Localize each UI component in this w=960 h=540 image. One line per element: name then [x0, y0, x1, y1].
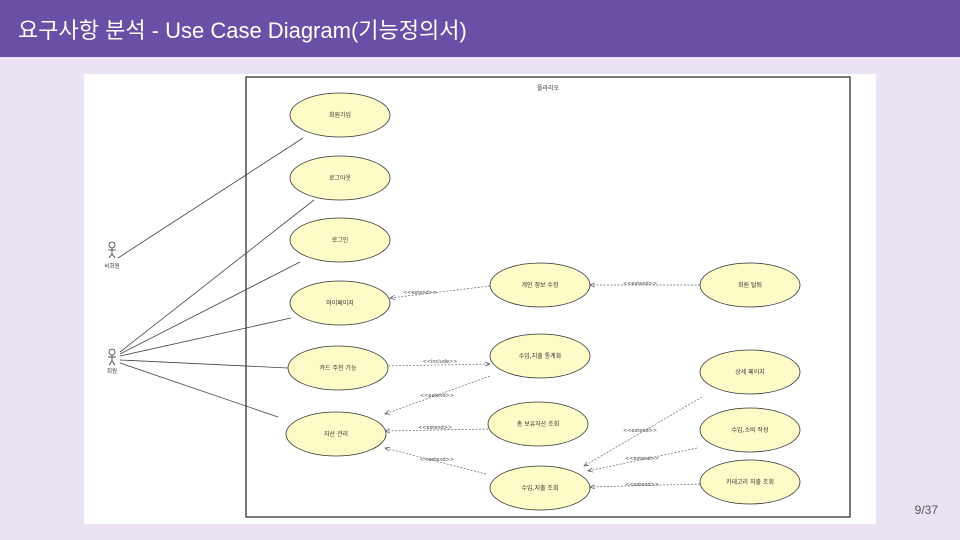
relation-label: <<extend>>	[625, 482, 659, 488]
use-case-label: 마이페이지	[326, 299, 354, 307]
use-case-label: 카테고리 지출 조회	[726, 478, 774, 486]
page-number: 9/37	[914, 503, 938, 517]
use-case-asset: 자산 관리	[285, 411, 387, 457]
actor-label: 비회원	[104, 262, 119, 270]
use-case-view: 수입,지출 조회	[489, 465, 591, 511]
use-case-category: 카테고리 지출 조회	[699, 459, 801, 505]
relation-label: <<extend>>	[420, 457, 454, 463]
use-case-total: 총 보유자산 조회	[487, 401, 589, 447]
use-case-label: 로그인	[332, 237, 349, 244]
use-case-mypage: 마이페이지	[289, 280, 391, 326]
system-name: 플라리오	[537, 84, 560, 92]
slide-title: 요구사항 분석 - Use Case Diagram(기능정의서)	[18, 18, 467, 43]
relation-card-stats	[384, 364, 490, 366]
relation-detail-view	[584, 396, 703, 466]
use-case-label: 로그아웃	[329, 174, 352, 182]
relation-label: <<extend>>	[625, 456, 659, 462]
slide-header: 요구사항 분석 - Use Case Diagram(기능정의서)	[0, 0, 960, 57]
relation-label: <<extend>>	[623, 281, 657, 287]
use-case-stats: 수입,지출 통계화	[489, 333, 591, 379]
relation-label: <<extend>>	[418, 425, 452, 431]
use-case-detail: 상세 페이지	[699, 349, 801, 395]
use-case-editinfo: 개인 정보 수정	[489, 262, 591, 308]
relation-label: <<extend>>	[623, 428, 657, 434]
use-case-label: 카드 주천 기능	[320, 364, 357, 372]
relation-write-view	[588, 447, 698, 471]
relation-total-asset	[385, 429, 489, 431]
relation-label: <<extend>>	[403, 290, 437, 296]
relation-editinfo-mypage	[390, 285, 491, 298]
use-case-label: 회원 탈퇴	[738, 281, 762, 289]
relation-label: <<extend>>	[420, 393, 454, 399]
use-case-label: 수입,지출 통계화	[519, 352, 562, 360]
use-case-label: 총 보유자산 조회	[517, 420, 559, 428]
use-case-logout: 로그아웃	[289, 155, 391, 201]
use-case-diagram: 플라리오 <<extend>> <<extend>> <<include>> <<ex…	[84, 74, 876, 524]
actor-member	[108, 348, 116, 366]
relation-category-view	[590, 483, 701, 487]
use-case-login: 로그인	[289, 217, 391, 263]
use-case-write: 수입,소비 작성	[699, 407, 801, 453]
use-case-label: 상세 페이지	[735, 368, 765, 376]
use-case-label: 자산 관리	[324, 430, 348, 438]
use-case-signup: 회원가입	[289, 92, 391, 138]
actor-guest	[108, 241, 116, 259]
use-case-label: 수입,소비 작성	[732, 426, 769, 434]
use-case-label: 수입,지출 조회	[522, 484, 559, 492]
relation-label: <<include>>	[423, 359, 458, 365]
use-case-label: 회원가입	[329, 111, 351, 119]
use-case-card: 카드 주천 기능	[287, 345, 389, 391]
actor-label: 회원	[107, 367, 117, 375]
relation-stats-asset	[385, 375, 491, 414]
use-case-label: 개인 정보 수정	[522, 281, 559, 289]
use-case-withdraw: 회원 탈퇴	[699, 262, 801, 308]
system-boundary	[245, 76, 851, 518]
